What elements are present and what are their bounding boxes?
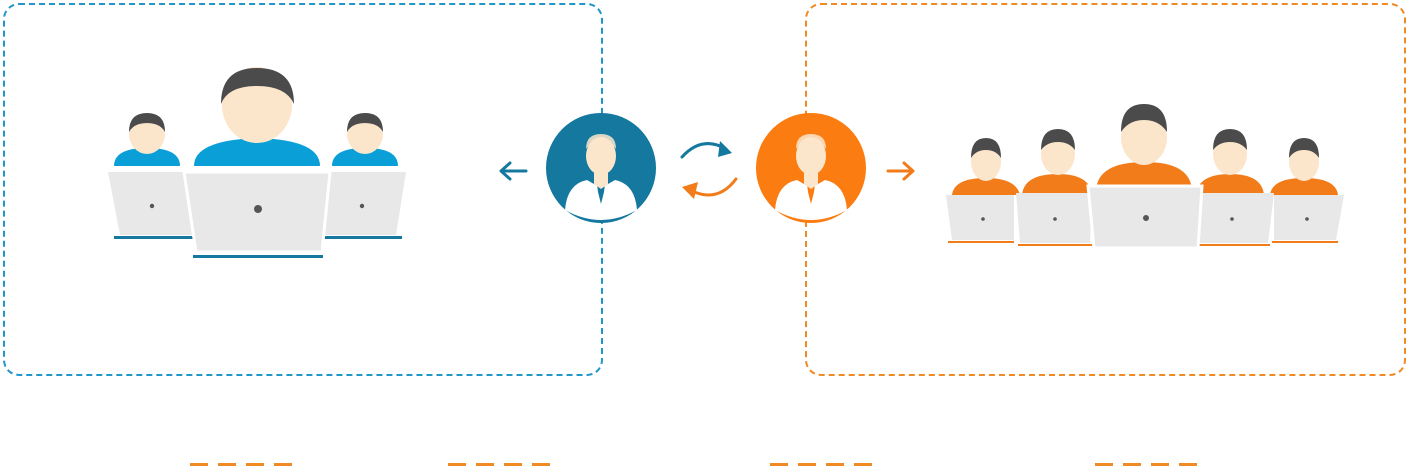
- bottom-dash-1: [190, 463, 292, 466]
- right-laptop-2: [1016, 193, 1092, 246]
- left-team-member-right: [332, 113, 398, 166]
- right-laptop-5: [1272, 195, 1344, 243]
- arrow-right-icon: [886, 161, 915, 181]
- left-team-icon: [108, 67, 406, 258]
- bottom-dash-3: [770, 463, 872, 466]
- right-manager-avatar: [756, 113, 866, 223]
- left-team-member-center: [194, 67, 320, 166]
- arrow-left-icon: [499, 161, 528, 181]
- right-team-member-4: [1196, 129, 1264, 195]
- left-team-member-left: [114, 113, 180, 166]
- right-laptop-1: [946, 195, 1014, 243]
- right-team-member-3: [1096, 104, 1192, 190]
- left-laptop-left: [108, 172, 194, 239]
- sync-arrows-icon: [680, 141, 738, 199]
- bottom-dash-2: [448, 463, 550, 466]
- left-manager-avatar: [546, 113, 656, 223]
- left-laptop-center: [182, 170, 332, 258]
- right-team-icon: [946, 104, 1344, 250]
- right-laptop-4: [1194, 193, 1274, 246]
- right-team-member-5: [1270, 138, 1338, 195]
- right-team-member-1: [952, 138, 1020, 195]
- bottom-dash-4: [1095, 463, 1197, 466]
- left-laptop-right: [320, 172, 406, 239]
- right-team-member-2: [1022, 129, 1092, 195]
- right-laptop-3: [1086, 184, 1204, 250]
